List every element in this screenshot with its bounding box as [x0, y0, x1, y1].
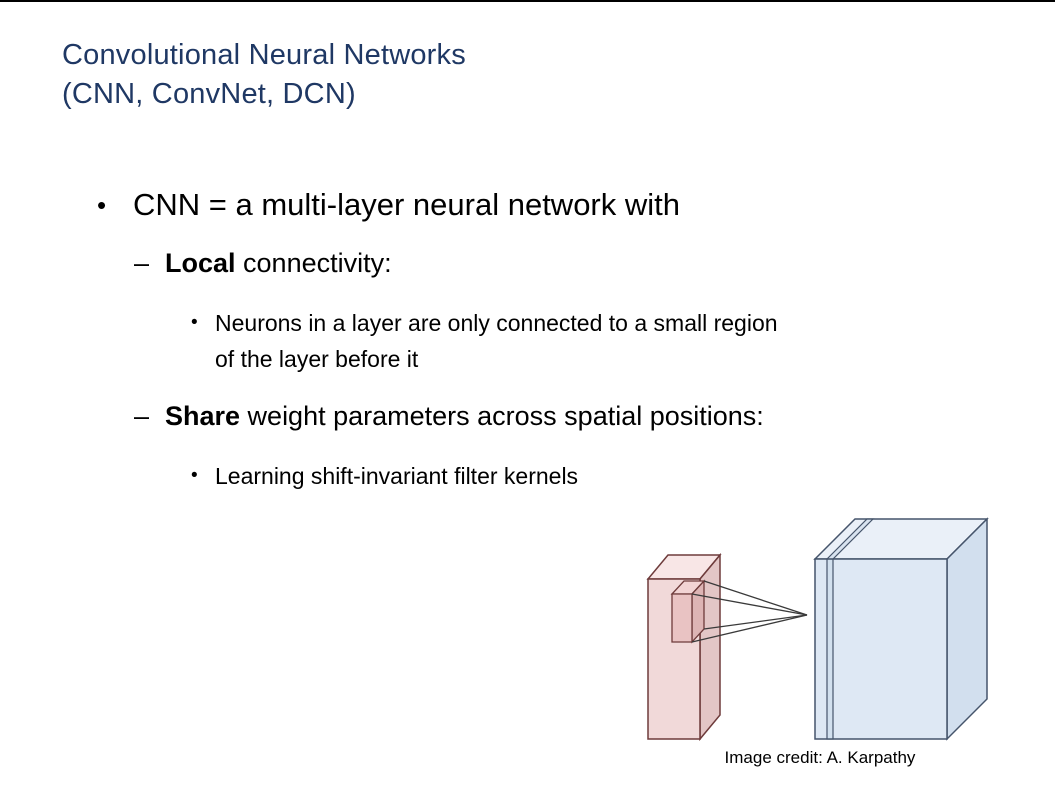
bullet-icon: •: [97, 190, 107, 220]
connection-line: [703, 580, 808, 616]
bullet-icon: •: [191, 465, 198, 486]
bullet-icon: •: [191, 312, 198, 333]
title-line-2: (CNN, ConvNet, DCN): [62, 78, 356, 110]
slide-title: Convolutional Neural Networks (CNN, Conv…: [62, 36, 466, 114]
bullet-intro: • CNN = a multi-layer neural network wit…: [97, 185, 680, 225]
bullet-share-sub: • Learning shift-invariant filter kernel…: [191, 458, 578, 494]
bullet-local-sub-line2: of the layer before it: [215, 346, 419, 372]
depth-slice-front: [826, 558, 834, 740]
conv-volume-side-face: [946, 517, 988, 741]
connection-line: [691, 593, 808, 616]
conv-volume-cube: [813, 517, 989, 741]
bullet-local-rest: connectivity:: [235, 248, 392, 278]
connection-lines: [691, 580, 808, 643]
bullet-share: – Share weight parameters across spatial…: [134, 398, 764, 434]
image-credit-caption: Image credit: A. Karpathy: [724, 748, 916, 767]
bullet-local: – Local connectivity:: [134, 245, 392, 281]
bullet-share-bold: Share: [165, 401, 241, 431]
title-line-1: Convolutional Neural Networks: [62, 39, 466, 71]
bullet-local-bold: Local: [165, 248, 236, 278]
receptive-field-front-face: [671, 593, 693, 643]
bullet-local-sub: • Neurons in a layer are only connected …: [191, 305, 778, 377]
bullet-share-text: Share weight parameters across spatial p…: [165, 398, 764, 434]
connection-line: [703, 614, 808, 630]
bullet-share-sub-text: Learning shift-invariant filter kernels: [215, 463, 579, 489]
bullet-share-rest: weight parameters across spatial positio…: [240, 401, 764, 431]
cnn-diagram: [646, 517, 989, 742]
bullet-local-text: Local connectivity:: [165, 245, 392, 281]
depth-slice-top: [825, 518, 875, 560]
connection-line: [691, 614, 808, 643]
dash-icon: –: [134, 248, 150, 278]
conv-volume-front-face: [814, 558, 948, 740]
receptive-field-box: [670, 579, 706, 644]
bullet-local-sub-text: Neurons in a layer are only connected to…: [215, 305, 778, 377]
bullet-intro-text: CNN = a multi-layer neural network with: [133, 187, 680, 222]
bullet-local-sub-line1: Neurons in a layer are only connected to…: [215, 310, 778, 336]
dash-icon: –: [134, 401, 150, 431]
